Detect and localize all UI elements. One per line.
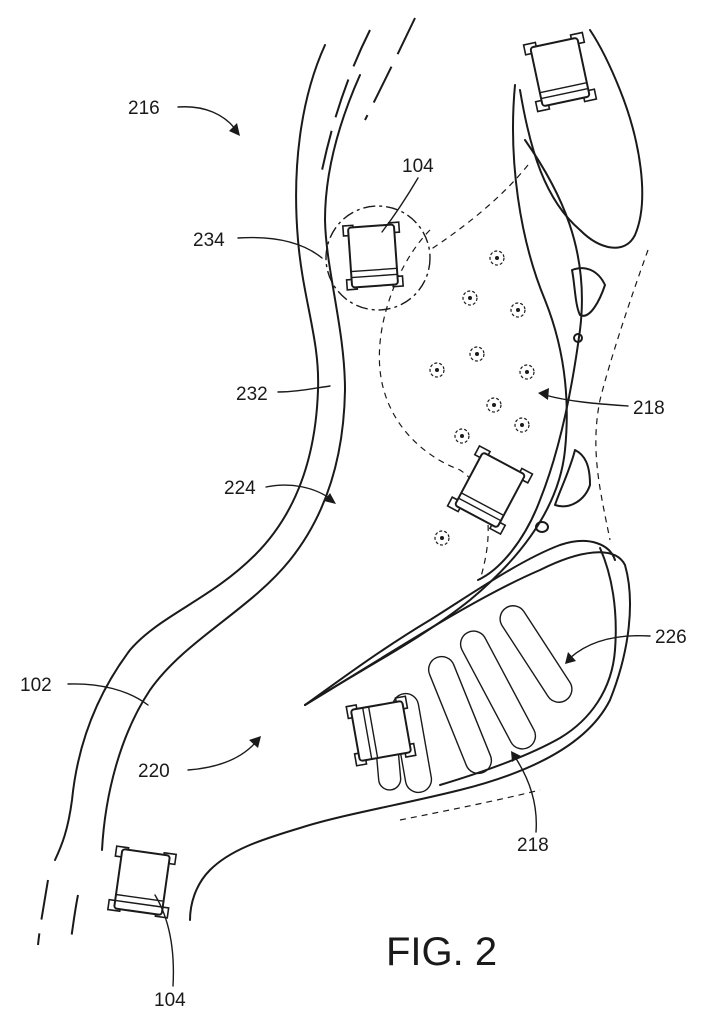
label-218-right: 218 — [633, 398, 665, 419]
rock-island — [519, 29, 644, 249]
blast-hole-marker — [454, 428, 470, 444]
arrowhead-220 — [249, 736, 261, 748]
blast-hole-marker — [510, 302, 526, 318]
lane-marker-top-2 — [364, 17, 416, 121]
pit-face-inner — [477, 139, 583, 581]
arrowhead-218-right — [538, 388, 549, 400]
leader-218-right — [544, 394, 629, 407]
dump-area-outer — [189, 551, 631, 921]
haul-truck-top-right — [522, 31, 598, 113]
leader-226 — [569, 634, 651, 659]
blast-hole-marker — [434, 530, 450, 546]
leader-232 — [277, 385, 331, 393]
haul-road — [37, 17, 416, 946]
loading-path-dashed — [378, 229, 489, 581]
label-232: 232 — [236, 384, 268, 405]
label-102: 102 — [20, 675, 52, 696]
blast-hole-marker — [514, 417, 530, 433]
figure-caption: FIG. 2 — [386, 930, 497, 974]
blast-hole-marker — [469, 346, 485, 362]
blast-hole-marker — [486, 397, 502, 413]
leader-234 — [237, 236, 323, 259]
vehicles — [106, 31, 598, 919]
rock-pebble-2 — [535, 521, 549, 533]
lane-marker-bottom-2 — [69, 894, 79, 946]
windrow — [459, 630, 537, 750]
blast-hole-marker — [489, 250, 505, 266]
windrow — [499, 605, 573, 703]
arrowhead-224 — [324, 493, 336, 504]
blast-hole-marker — [519, 364, 535, 380]
upper-dashed-boundary — [429, 164, 529, 251]
arrowhead-226 — [565, 652, 576, 664]
lane-marker-top — [319, 29, 371, 181]
leader-102 — [67, 683, 149, 706]
arrowhead-218-bottom — [511, 751, 521, 762]
dump-area — [189, 547, 631, 921]
leader-220 — [187, 741, 257, 771]
detection-zone-circle — [325, 205, 431, 311]
label-220: 220 — [138, 761, 170, 782]
haul-truck-dump — [345, 695, 417, 767]
leader-104-top — [381, 177, 419, 233]
label-234: 234 — [193, 230, 225, 251]
label-224: 224 — [224, 478, 256, 499]
leader-104-bottom — [154, 894, 175, 987]
label-226: 226 — [655, 627, 687, 648]
windrow — [427, 655, 493, 775]
rock-outcrop-2 — [554, 449, 591, 508]
lane-marker-bottom — [37, 879, 49, 946]
haul-truck-circled — [341, 221, 405, 291]
road-right-edge — [101, 74, 361, 851]
dig-area — [304, 29, 649, 706]
right-dashed-boundary — [595, 249, 649, 541]
leader-216 — [177, 106, 237, 131]
label-216: 216 — [128, 98, 160, 119]
dump-dashed-edge — [399, 789, 541, 821]
blast-hole-marker — [462, 290, 478, 306]
arrowhead-216 — [229, 123, 240, 136]
label-218-bottom: 218 — [517, 835, 549, 856]
rock-outcrop — [571, 267, 606, 317]
road-left-edge — [54, 44, 326, 861]
leader-218-bottom — [514, 756, 538, 833]
blast-hole-marker — [429, 362, 445, 378]
dump-area-inner — [439, 547, 617, 786]
haul-truck-middle — [446, 444, 534, 536]
label-104-bottom: 104 — [154, 990, 186, 1011]
leader-224 — [265, 484, 333, 501]
rock-pebble — [573, 333, 583, 343]
reference-labels: 216 104 234 232 224 218 226 102 220 218 … — [20, 98, 687, 1011]
label-104-top: 104 — [402, 156, 434, 177]
wedge-edge — [304, 540, 616, 706]
haul-truck-bottom-left — [106, 845, 178, 919]
blast-holes — [429, 250, 535, 546]
leader-lines — [67, 106, 651, 987]
